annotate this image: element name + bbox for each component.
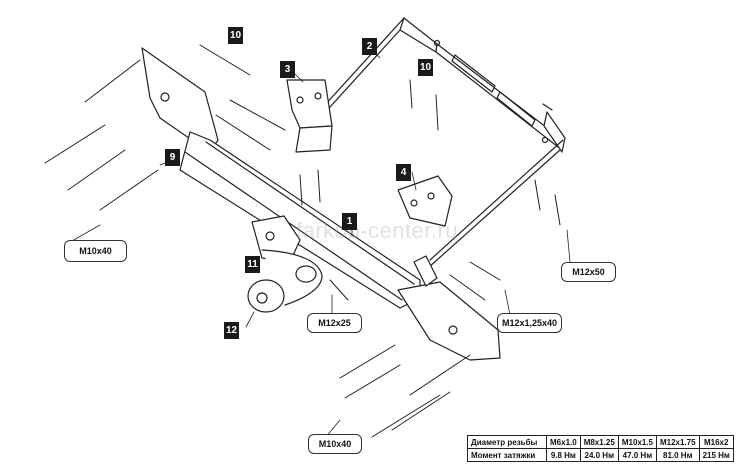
thread-size-cell: M8x1.25 <box>579 435 619 449</box>
callout-11: 11 <box>245 256 260 273</box>
callout-3: 3 <box>280 61 295 78</box>
callout-10-left: 10 <box>228 27 243 44</box>
callout-4: 4 <box>396 164 411 181</box>
thread-size-header: Диаметр резьбы <box>467 435 547 449</box>
thread-size-row: Диаметр резьбы M6x1.0 M8x1.25 M10x1.5 M1… <box>467 435 734 449</box>
torque-cell: 47.0 Нм <box>617 448 657 462</box>
bolt-label-m12x25: M12x25 <box>307 313 362 333</box>
callout-10-right: 10 <box>418 59 433 76</box>
bolt-label-m10x40-top: M10x40 <box>64 240 127 262</box>
torque-table: Диаметр резьбы M6x1.0 M8x1.25 M10x1.5 M1… <box>467 435 734 462</box>
callout-12: 12 <box>224 322 239 339</box>
right-bracket-part <box>397 175 453 227</box>
bolt-label-m10x40-bottom: M10x40 <box>308 434 362 454</box>
left-bracket-part <box>286 79 333 153</box>
bolt-label-m12x125x40: M12x1,25x40 <box>497 313 562 333</box>
mounting-frame-part <box>299 17 566 269</box>
thread-size-cell: M12x1.75 <box>655 435 700 449</box>
callout-1: 1 <box>342 213 357 230</box>
main-crossbeam-part <box>141 47 501 361</box>
watermark-text: farkop-center.ru <box>296 218 459 243</box>
callout-9: 9 <box>165 149 180 166</box>
torque-cell: 215 Нм <box>698 448 734 462</box>
fastener-set <box>44 44 561 438</box>
torque-cell: 24.0 Нм <box>579 448 619 462</box>
torque-header: Момент затяжки <box>467 448 547 462</box>
thread-size-cell: M10x1.5 <box>617 435 657 449</box>
torque-cell: 81.0 Нм <box>655 448 700 462</box>
torque-cell: 9.8 Нм <box>546 448 581 462</box>
bolt-label-m12x50: M12x50 <box>561 262 616 282</box>
torque-row: Момент затяжки 9.8 Нм 24.0 Нм 47.0 Нм 81… <box>467 448 734 462</box>
thread-size-cell: M16x2 <box>698 435 734 449</box>
thread-size-cell: M6x1.0 <box>546 435 581 449</box>
tow-ball-part <box>247 249 323 313</box>
callout-2: 2 <box>362 38 377 55</box>
